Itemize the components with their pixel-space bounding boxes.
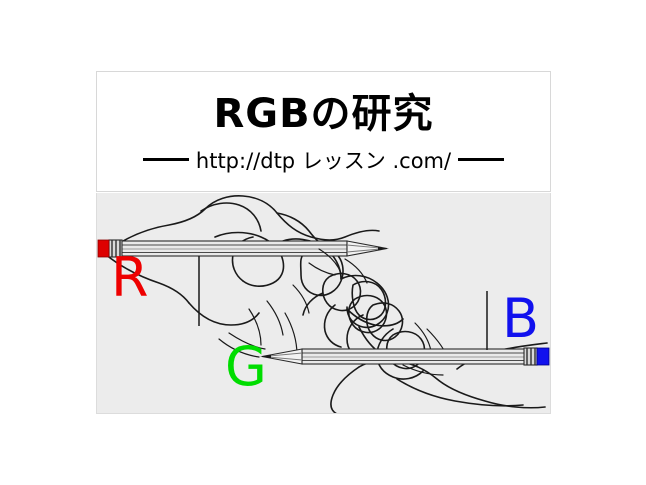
red-pencil-graphic: [97, 239, 389, 258]
blue-pencil-graphic: [260, 347, 550, 366]
subtitle-row: http://dtp レッスン .com/: [97, 145, 550, 175]
channel-label-r: R: [111, 246, 149, 309]
channel-label-g: G: [225, 335, 267, 398]
rule-left-decoration: [142, 158, 189, 161]
blue-eraser-end: [536, 347, 550, 366]
site-url-subtitle: http://dtp レッスン .com/: [195, 148, 452, 173]
channel-label-b: B: [502, 287, 540, 350]
illustration-panel: R G B: [96, 193, 551, 414]
page-title: RGBの研究: [213, 90, 434, 137]
red-eraser-end: [97, 239, 110, 258]
drawing-hands-svg: [97, 195, 550, 413]
rule-right-decoration: [458, 158, 505, 161]
title-card: RGBの研究 http://dtp レッスン .com/: [96, 71, 551, 192]
